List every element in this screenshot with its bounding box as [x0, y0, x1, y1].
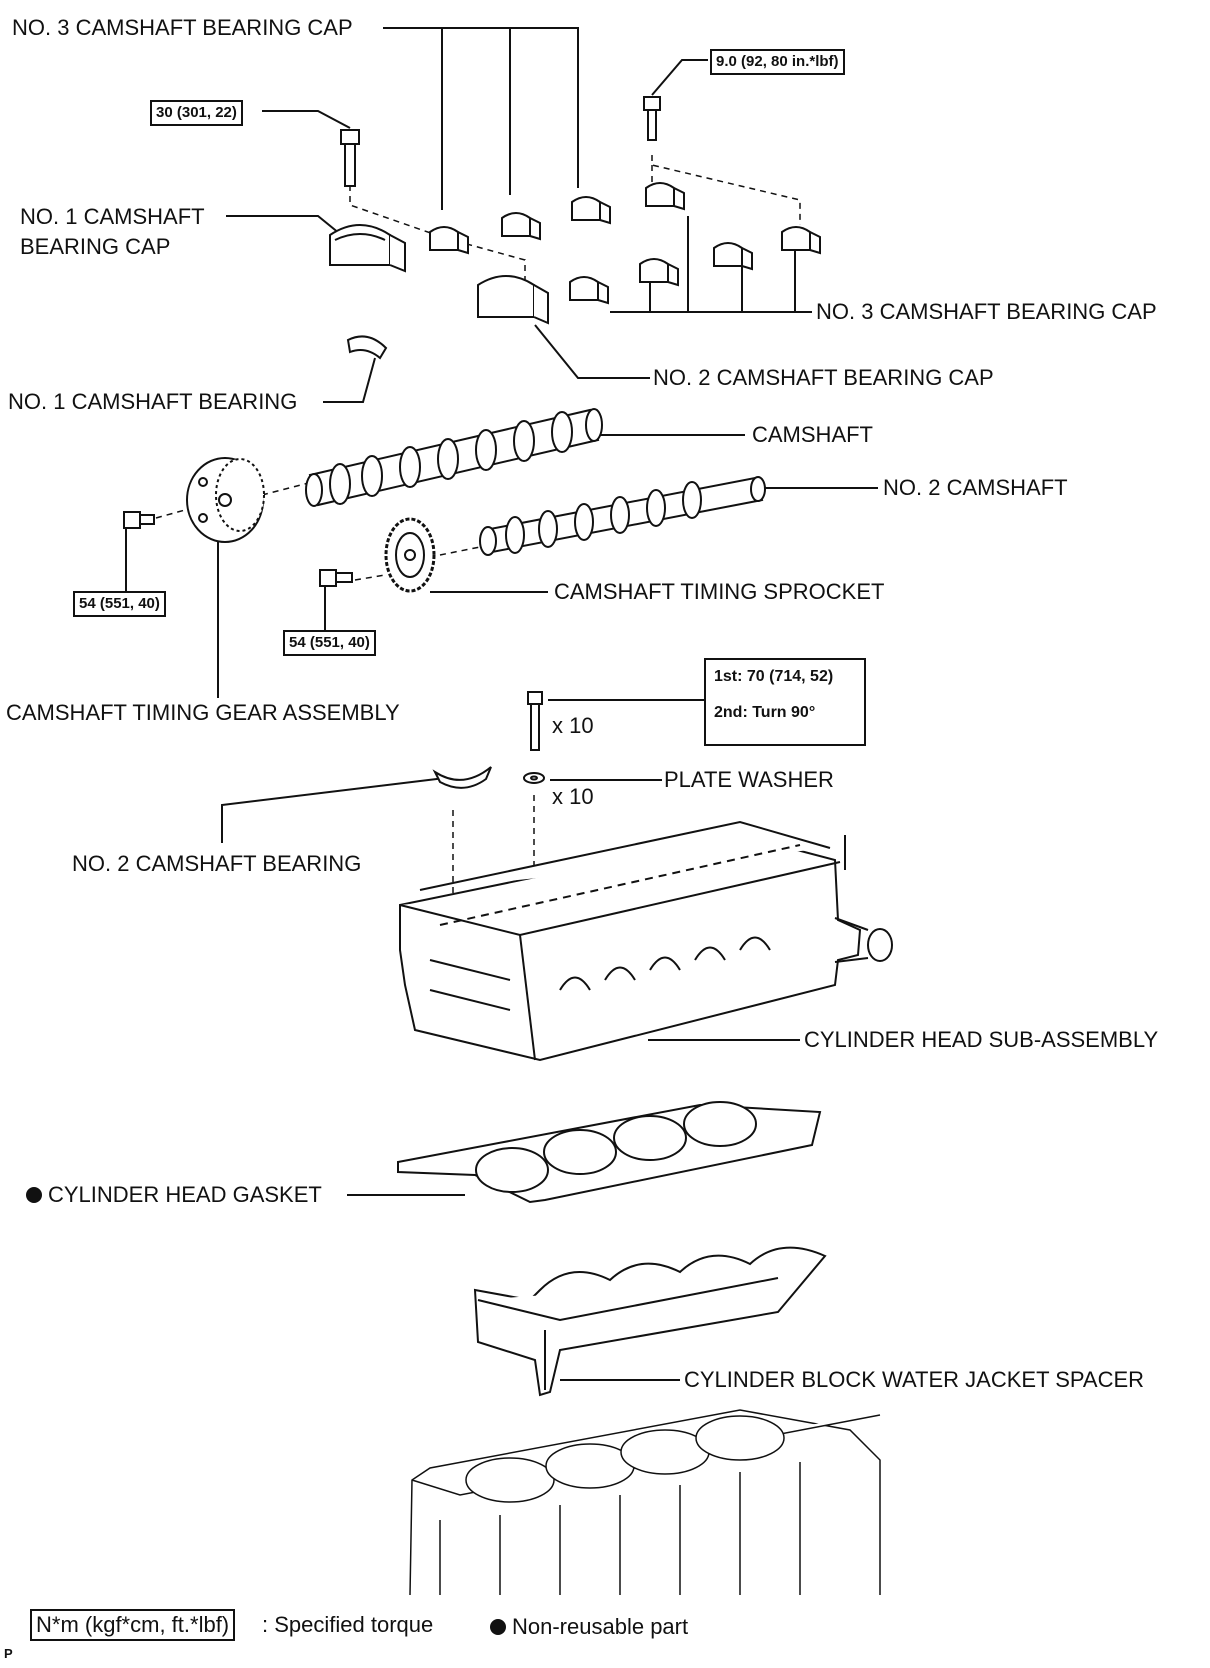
label-no2-bearing: NO. 2 CAMSHAFT BEARING — [72, 851, 362, 876]
torque-gear-bolt: 54 (551, 40) — [73, 591, 166, 617]
bearing-no2-shape — [432, 766, 492, 789]
torque-cap-no3: 9.0 (92, 80 in.*lbf) — [710, 49, 845, 75]
label-jacket-spacer: CYLINDER BLOCK WATER JACKET SPACER — [684, 1367, 1145, 1392]
cap-no2-shape — [477, 275, 549, 325]
legend-nonreusable-text: Non-reusable part — [512, 1614, 689, 1639]
bolt-cap-no3 — [643, 96, 661, 141]
label-sprocket: CAMSHAFT TIMING SPROCKET — [554, 579, 885, 604]
cylinder-head-shape — [399, 820, 893, 1062]
label-no3-cap-top: NO. 3 CAMSHAFT BEARING CAP — [12, 15, 353, 40]
label-no1-cap-line1: NO. 1 CAMSHAFT — [20, 204, 205, 229]
label-bolt-qty: x 10 — [552, 713, 594, 738]
label-head-sub: CYLINDER HEAD SUB-ASSEMBLY — [804, 1027, 1159, 1052]
bearing-no1-shape — [346, 335, 388, 360]
camshaft-shape — [305, 408, 603, 507]
label-plate-washer: PLATE WASHER — [664, 767, 834, 792]
nonreusable-icon — [26, 1187, 42, 1203]
legend-nonreusable-icon — [490, 1619, 506, 1635]
label-no3-cap-right: NO. 3 CAMSHAFT BEARING CAP — [816, 299, 1157, 324]
torque-head-bolt-1st: 1st: 70 (714, 52) — [714, 668, 834, 685]
small-caps — [429, 182, 821, 305]
label-head-gasket: CYLINDER HEAD GASKET — [26, 1182, 322, 1208]
bolt-sprocket — [319, 569, 353, 587]
corner-mark: P — [4, 1646, 13, 1661]
timing-gear-shape — [186, 457, 265, 543]
torque-head-bolt-2nd: 2nd: Turn 90° — [714, 704, 816, 721]
bolt-gear — [123, 511, 155, 529]
gasket-shape — [397, 1101, 822, 1204]
torque-cap-no1: 30 (301, 22) — [150, 100, 243, 126]
torque-head-bolt: 1st: 70 (714, 52) 2nd: Turn 90° — [704, 658, 866, 746]
torque-sprocket-bolt: 54 (551, 40) — [283, 630, 376, 656]
legend-torque-desc: : Specified torque — [262, 1612, 434, 1637]
spacer-shape — [473, 1246, 827, 1397]
label-no1-bearing: NO. 1 CAMSHAFT BEARING — [8, 389, 298, 414]
sprocket-shape — [384, 517, 436, 593]
label-washer-qty: x 10 — [552, 784, 594, 809]
label-no1-cap-line2: BEARING CAP — [20, 234, 171, 259]
label-gear-assembly: CAMSHAFT TIMING GEAR ASSEMBLY — [6, 700, 400, 725]
legend-torque-unit: N*m (kgf*cm, ft.*lbf) — [30, 1609, 236, 1641]
cap-no1-shape — [329, 224, 406, 273]
cylinder-block-shape — [409, 1409, 881, 1596]
leader-lines — [125, 27, 878, 1381]
no2-camshaft-shape — [479, 476, 766, 556]
legend-nonreusable: Non-reusable part — [490, 1614, 688, 1640]
head-bolt — [527, 691, 543, 751]
label-camshaft: CAMSHAFT — [752, 422, 873, 447]
label-no2-cap: NO. 2 CAMSHAFT BEARING CAP — [653, 365, 994, 390]
bolt-cap-no1 — [340, 129, 360, 187]
plate-washer-shape — [523, 772, 545, 784]
label-no2-camshaft: NO. 2 CAMSHAFT — [883, 475, 1068, 500]
label-head-gasket-text: CYLINDER HEAD GASKET — [48, 1182, 322, 1207]
